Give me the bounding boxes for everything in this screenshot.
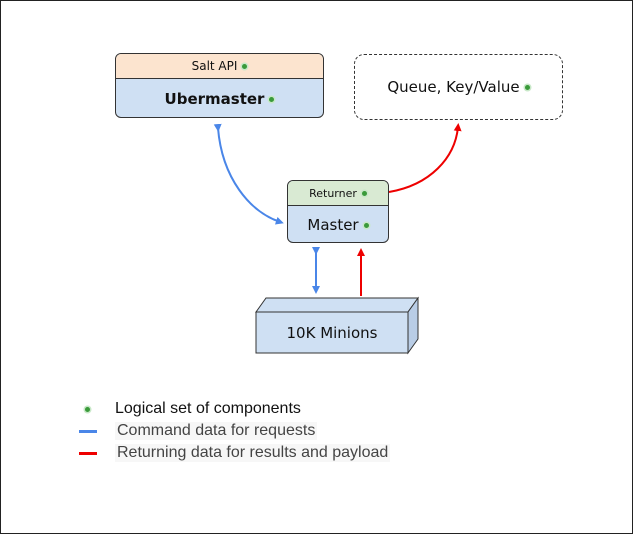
legend-command: Command data for requests	[60, 422, 318, 440]
legend-returning-label: Returning data for results and payload	[115, 444, 391, 462]
component-dot-icon	[361, 190, 367, 196]
legend-logical-label: Logical set of components	[115, 400, 301, 417]
salt-api-header: Salt API	[116, 54, 323, 79]
component-dot-icon	[242, 63, 248, 69]
ubermaster-body: Ubermaster	[116, 79, 323, 117]
red-line-icon	[78, 451, 97, 455]
returner-queue-arrow	[388, 123, 462, 193]
minions-box	[255, 296, 419, 355]
master-node: Returner Master	[287, 180, 389, 243]
component-dot-icon	[524, 84, 530, 90]
component-dot-icon	[85, 406, 90, 412]
blue-line-icon	[78, 429, 97, 433]
minions-node: 10K Minions	[256, 314, 408, 352]
legend-command-label: Command data for requests	[115, 422, 318, 440]
salt-api-label: Salt API	[191, 59, 238, 73]
uber-master-arrow	[213, 123, 284, 225]
queue-node: Queue, Key/Value	[354, 54, 563, 120]
master-label: Master	[307, 216, 359, 234]
returner-label: Returner	[309, 186, 357, 200]
legend-returning: Returning data for results and payload	[60, 444, 391, 462]
component-dot-icon	[363, 222, 369, 228]
legend-logical: Logical set of components	[60, 400, 301, 418]
component-dot-icon	[269, 96, 275, 102]
ubermaster-label: Ubermaster	[164, 90, 265, 108]
master-body: Master	[288, 206, 388, 242]
returner-header: Returner	[288, 181, 388, 206]
ubermaster-node: Salt API Ubermaster	[115, 53, 324, 118]
minions-label: 10K Minions	[286, 324, 378, 342]
queue-label: Queue, Key/Value	[387, 78, 520, 96]
